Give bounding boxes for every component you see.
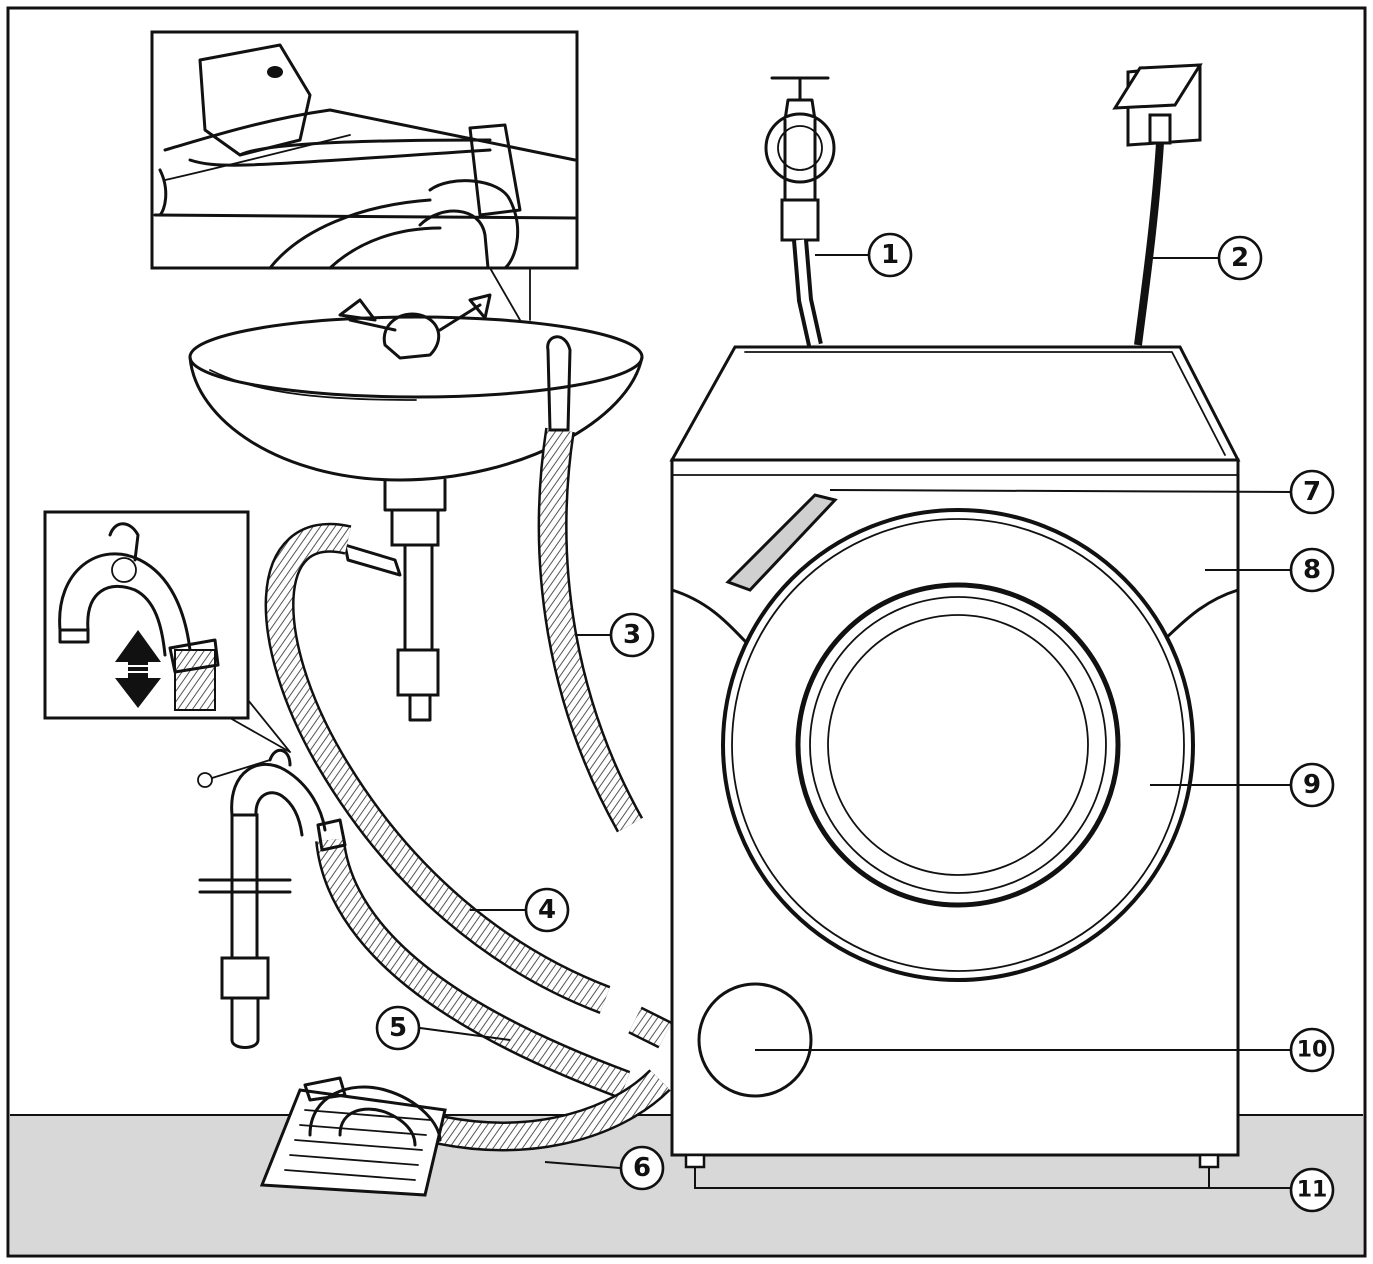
callout-4: 4	[524, 887, 570, 933]
callout-5-label: 5	[389, 1013, 407, 1043]
wash-basin	[188, 293, 644, 722]
power-cable	[1134, 142, 1164, 346]
callout-6: 6	[619, 1145, 665, 1191]
callout-10-label: 10	[1297, 1038, 1328, 1063]
callout-2: 2	[1217, 235, 1263, 281]
callout-3: 3	[609, 612, 655, 658]
water-tap	[764, 76, 836, 242]
callout-1-label: 1	[881, 240, 899, 270]
callout-7: 7	[1289, 469, 1335, 515]
callout-6-label: 6	[633, 1153, 651, 1183]
callout-2-label: 2	[1231, 243, 1249, 273]
washing-machine	[669, 345, 1241, 1169]
hook-height-inset	[43, 510, 291, 753]
callout-4-label: 4	[538, 895, 556, 925]
callout-9: 9	[1289, 762, 1335, 808]
callout-1: 1	[867, 232, 913, 278]
floor-drain	[259, 1076, 447, 1197]
callout-7-label: 7	[1303, 477, 1321, 507]
callout-9-label: 9	[1303, 770, 1321, 800]
callout-10: 10	[1289, 1027, 1335, 1073]
callout-3-label: 3	[623, 620, 641, 650]
sink-hook-inset	[150, 30, 579, 321]
callout-8-label: 8	[1303, 555, 1321, 585]
callout-8: 8	[1289, 547, 1335, 593]
standpipe	[197, 749, 327, 1049]
callout-5: 5	[375, 1005, 421, 1051]
leader-lines	[419, 254, 1291, 1189]
callout-11-label: 11	[1297, 1178, 1328, 1203]
callout-11: 11	[1289, 1167, 1335, 1213]
wall-socket	[1112, 63, 1203, 147]
